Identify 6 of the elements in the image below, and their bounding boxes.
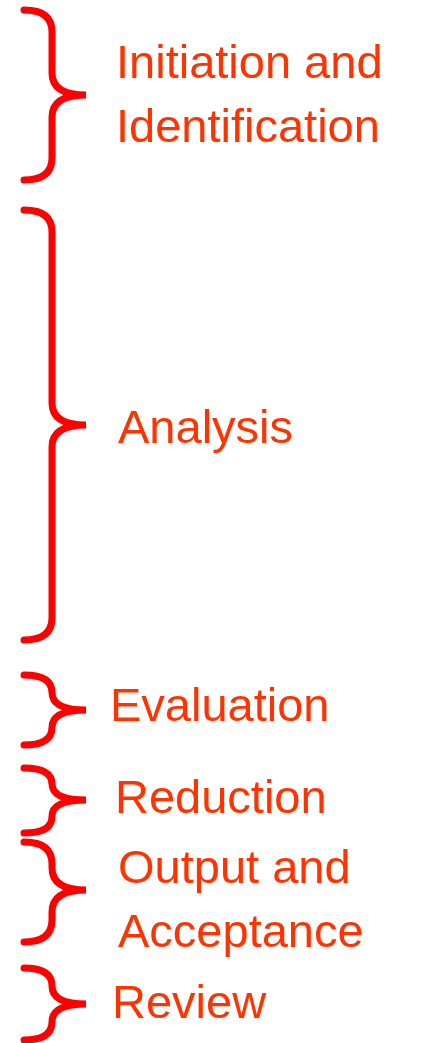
stage-label: Output and Acceptance: [118, 839, 365, 959]
stage-label: Reduction: [115, 769, 328, 825]
stage-label: Review: [112, 974, 268, 1030]
stage-label: Analysis: [118, 399, 294, 455]
stage-label: Evaluation: [110, 677, 331, 733]
stage-label: Initiation and Identification: [116, 34, 384, 154]
